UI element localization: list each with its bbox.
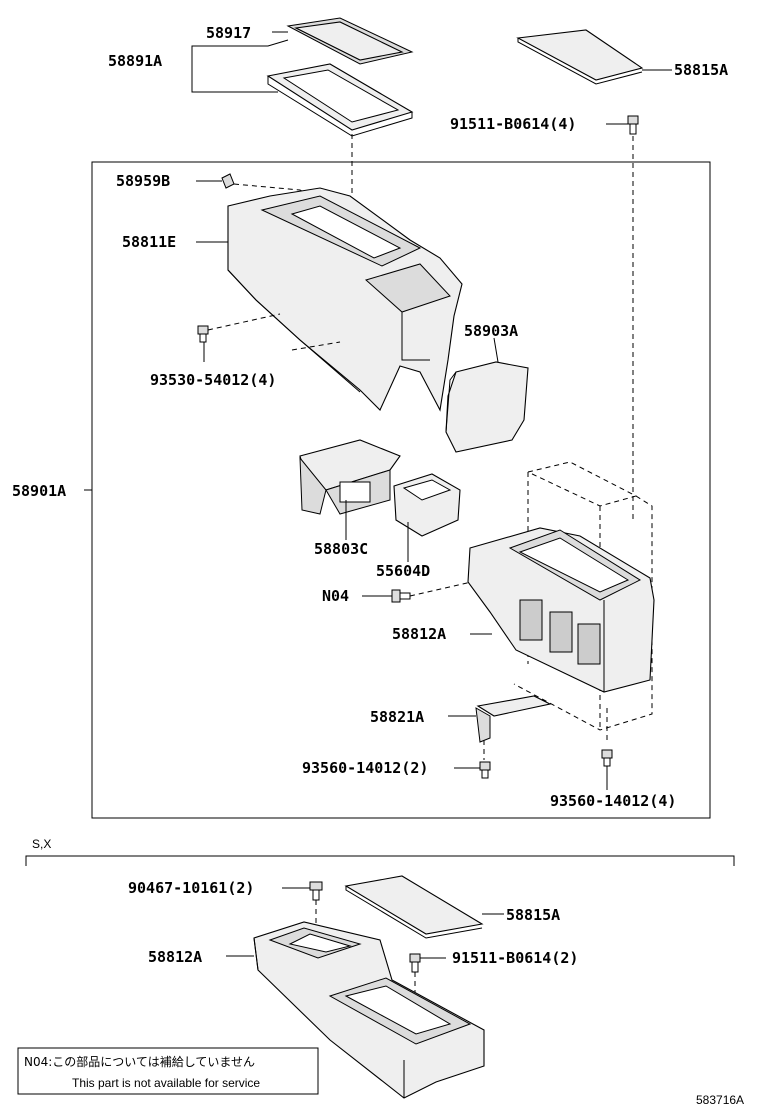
part-58811e-console-upper[interactable] [227,187,463,412]
clip-90467-icon [309,881,323,901]
part-58891a-frame[interactable] [266,63,414,137]
label-58901a: 58901A [12,482,66,500]
part-55604d-cup-insert[interactable] [393,473,461,537]
note-line-japanese: N04:この部品については補給していません [24,1054,255,1069]
label-90467-10161-2: 90467-10161(2) [128,879,254,897]
label-variant-sx: S,X [32,837,51,851]
label-91511-b0614-2: 91511-B0614(2) [452,949,578,967]
label-58821a: 58821A [370,708,424,726]
part-58821a-bracket[interactable] [475,695,552,743]
label-58815a-bottom: 58815A [506,906,560,924]
screw-93530-icon [197,325,209,343]
label-93560-14012-2: 93560-14012(2) [302,759,428,777]
clip-58959b-icon [221,173,235,189]
label-91511-b0614-4: 91511-B0614(4) [450,115,576,133]
label-93530-54012-4: 93530-54012(4) [150,371,276,389]
figure-code: 583716A [696,1093,744,1107]
part-58903a-side-cover[interactable] [445,361,529,453]
screw-93560-left-icon [479,761,491,779]
part-58812a-console-bottom[interactable] [253,921,485,1099]
bolt-91511-bottom-icon [409,953,421,973]
bolt-91511-top-icon [627,115,639,135]
screw-93560-right-icon [601,749,613,767]
part-58803c-tray[interactable] [299,439,401,515]
note-line-english: This part is not available for service [72,1076,260,1090]
screw-n04-icon [391,589,411,603]
label-58812a-bottom: 58812A [148,948,202,966]
note-box [17,1047,319,1095]
label-n04: N04 [322,587,349,605]
label-58812a-top: 58812A [392,625,446,643]
label-58811e: 58811E [122,233,176,251]
part-58815a-pad-top[interactable] [516,29,644,85]
label-93560-14012-4: 93560-14012(4) [550,792,676,810]
label-58815a-top: 58815A [674,61,728,79]
label-55604d: 55604D [376,562,430,580]
label-58903a: 58903A [464,322,518,340]
part-58917-lid-pad[interactable] [286,17,414,65]
part-58812a-console-lower[interactable] [467,527,655,693]
label-58917: 58917 [206,24,251,42]
label-58959b: 58959B [116,172,170,190]
label-58803c: 58803C [314,540,368,558]
part-58815a-pad-bottom[interactable] [344,875,484,939]
label-58891a: 58891A [108,52,162,70]
